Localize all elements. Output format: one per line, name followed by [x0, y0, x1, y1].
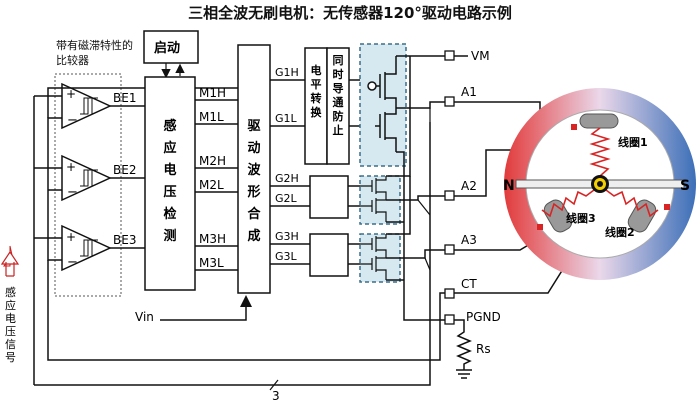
comparator-group-box — [54, 73, 122, 297]
terminal-a1: A1 — [461, 85, 477, 99]
g1l-label: G1L — [275, 112, 298, 125]
coil-1-label: 线圈1 — [618, 135, 648, 149]
g-signal-lines — [270, 79, 310, 265]
g3l-label: G3L — [275, 250, 298, 263]
m2l-label: M2L — [199, 178, 224, 192]
low-side-mosfet — [375, 108, 397, 152]
m2h-label: M2H — [199, 154, 226, 168]
svg-text:−: − — [67, 113, 78, 128]
vin-label: Vin — [135, 310, 154, 324]
start-block — [143, 30, 199, 64]
power-stage-1 — [359, 43, 407, 167]
south-label: S — [680, 178, 690, 194]
high-side-mosfet — [367, 56, 397, 108]
bus-count: 3 — [272, 389, 280, 402]
svg-text:+: + — [66, 160, 76, 174]
be1-label: BE1 — [113, 91, 136, 105]
drive-waveform-block — [237, 44, 271, 294]
phase3-driver-block — [309, 233, 349, 277]
comparator-note-line2: 比较器 — [56, 53, 89, 67]
m1l-label: M1L — [199, 110, 224, 124]
g3h-label: G3H — [275, 230, 299, 243]
start-label: 启动 — [154, 40, 180, 56]
m3h-label: M3H — [199, 232, 226, 246]
sense-resistor — [454, 319, 472, 379]
coil-1 — [589, 127, 611, 177]
terminal-squares — [444, 50, 455, 325]
comparator-2: +− — [61, 154, 112, 202]
comparator-note-line1: 带有磁滞特性的 — [56, 38, 133, 52]
motor: N S 线圈1 线圈2 线圈3 — [503, 88, 696, 280]
coil-3-label: 线圈3 — [566, 211, 596, 225]
coil-2-label: 线圈2 — [605, 225, 635, 239]
svg-text:−: − — [67, 255, 78, 270]
shoot-through-block — [326, 47, 350, 165]
rs-label: Rs — [476, 342, 491, 356]
m1h-label: M1H — [199, 86, 226, 100]
drive-waveform-label: 驱动波形合成 — [247, 119, 261, 244]
g2l-label: G2L — [275, 192, 298, 205]
terminal-a3: A3 — [461, 233, 477, 247]
level-shift-label: 电平转换 — [311, 63, 323, 119]
be2-label: BE2 — [113, 163, 136, 177]
comparator-3: +− — [61, 224, 112, 272]
terminal-vm: VM — [471, 49, 490, 63]
svg-text:−: − — [67, 185, 78, 200]
bus-slash — [269, 379, 279, 391]
m-signal-lines — [195, 99, 238, 271]
terminal-ct: CT — [461, 277, 477, 291]
shoot-through-label: 同时导通防止 — [333, 54, 344, 137]
coil-2 — [605, 189, 659, 218]
phase2-driver-block — [309, 175, 349, 219]
g2h-label: G2H — [275, 172, 299, 185]
svg-text:+: + — [66, 87, 76, 101]
feedback-label: 感应电压信号 — [5, 286, 16, 364]
terminal-a2: A2 — [461, 179, 477, 193]
be3-label: BE3 — [113, 233, 136, 247]
north-label: N — [503, 178, 515, 194]
coil-3 — [541, 189, 595, 218]
m3l-label: M3L — [199, 256, 224, 270]
comparator-1: +− — [61, 82, 112, 130]
bemf-detect-block — [144, 76, 196, 291]
g1h-label: G1H — [275, 66, 299, 79]
terminal-pgnd: PGND — [466, 310, 501, 324]
bemf-detect-label: 感应电压检测 — [163, 118, 176, 244]
diagram-title: 三相全波无刷电机：无传感器120°驱动电路示例 — [188, 4, 512, 22]
svg-text:+: + — [66, 230, 76, 244]
